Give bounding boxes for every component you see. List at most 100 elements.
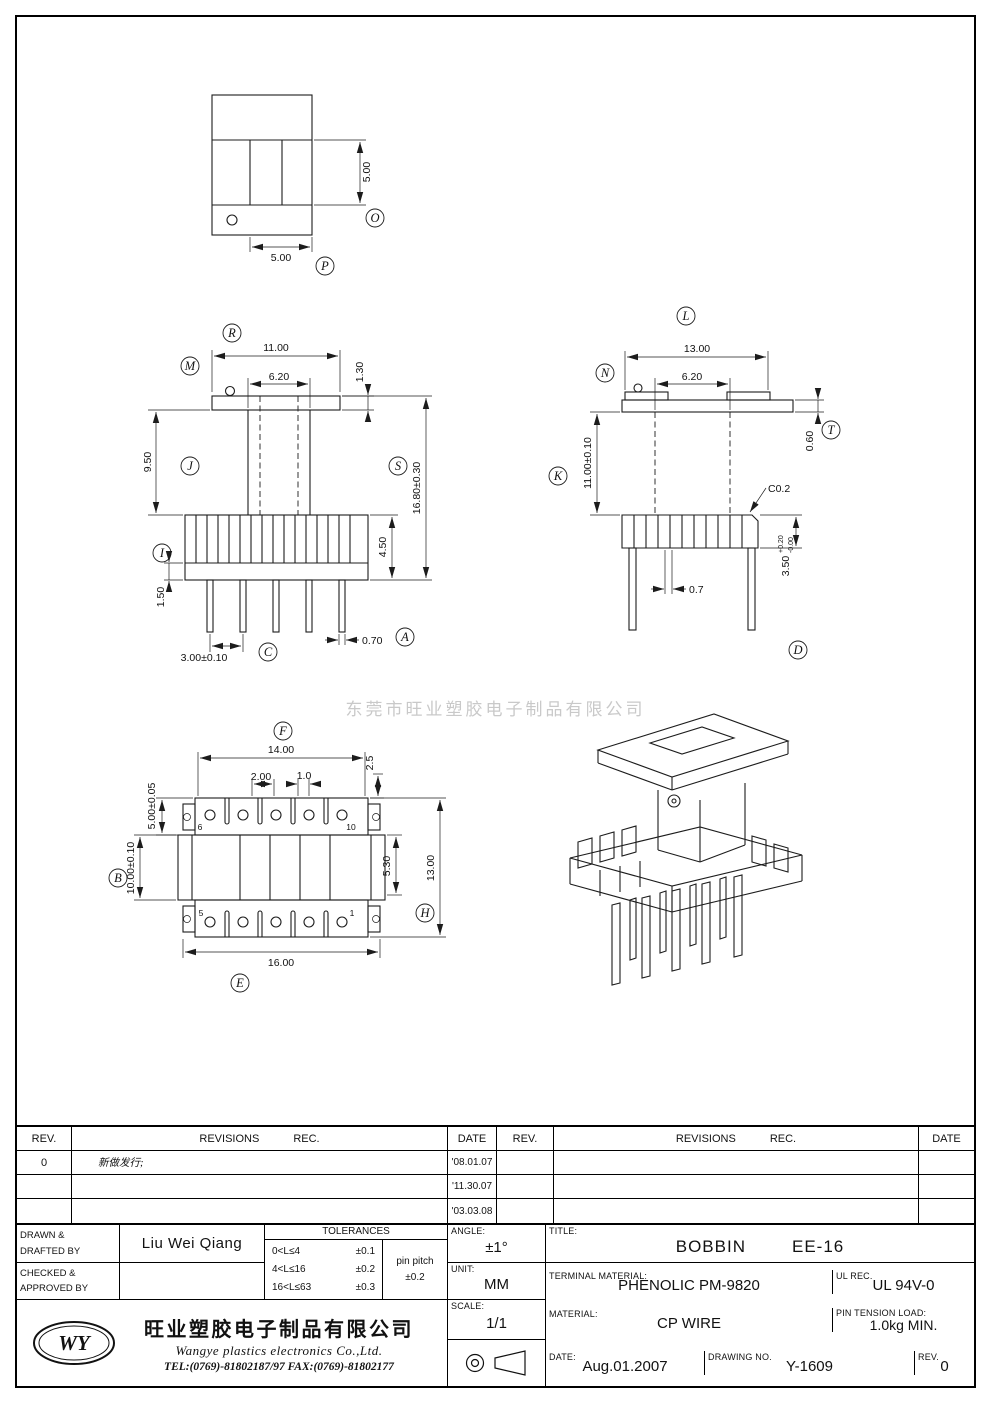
- unit-cell: UNIT: MM: [448, 1263, 546, 1300]
- balloon-n: N: [595, 363, 615, 383]
- dim-front-seat-height: 1.50: [155, 587, 167, 608]
- view-front: 11.00 6.20 1.30 9.50 16.80±0.30 4.50 1.5…: [142, 323, 432, 664]
- balloon-t: T: [821, 420, 841, 440]
- rev-cell: [497, 1175, 554, 1199]
- revision-date: [919, 1175, 974, 1199]
- rev-no-cell: REV. 0: [918, 1352, 949, 1375]
- svg-text:+0.20: +0.20: [778, 535, 785, 553]
- dim-front-flange-thickness: 1.30: [354, 362, 366, 383]
- svg-text:S: S: [395, 459, 402, 473]
- drawn-by-label: DRAWN &DRAFTED BY: [17, 1225, 120, 1263]
- angle-cell: ANGLE: ±1°: [448, 1225, 546, 1263]
- balloon-e: E: [230, 973, 250, 993]
- balloon-d: D: [788, 640, 808, 660]
- dim-side-slot-width: 0.7: [689, 584, 704, 596]
- revision-desc: [554, 1151, 919, 1175]
- pin-number-5: 5: [199, 908, 204, 918]
- svg-text:K: K: [553, 469, 563, 483]
- dim-front-total-height: 16.80±0.30: [411, 462, 423, 515]
- pin-number-10: 10: [346, 822, 356, 832]
- company-logo: WY: [33, 1321, 115, 1365]
- revision-desc: [554, 1175, 919, 1199]
- checked-by-label: CHECKED &APPROVED BY: [17, 1263, 120, 1300]
- pin-pitch-tolerance: pin pitch ±0.2: [396, 1256, 434, 1283]
- svg-text:E: E: [235, 976, 244, 990]
- drawing-frame: 5.00 5.00 O P: [15, 15, 976, 1388]
- svg-text:P: P: [320, 259, 329, 273]
- dim-front-pin-width: 0.70: [362, 635, 383, 647]
- revision-desc: [72, 1175, 448, 1199]
- svg-text:J: J: [187, 459, 194, 473]
- revision-date: '08.01.07: [448, 1151, 497, 1175]
- balloon-p: P: [315, 256, 335, 276]
- dim-plan-slot: 1.0: [297, 770, 312, 782]
- view-plan: 6 10 5 1 14.00 2.5: [108, 721, 446, 993]
- dim-plan-rail-height: 5.00±0.05: [146, 783, 158, 830]
- material-cell: MATERIAL: CP WIRE: [546, 1308, 833, 1332]
- balloon-b: B: [108, 868, 128, 888]
- balloon-j: J: [180, 456, 200, 476]
- dim-detail-width: 5.00: [271, 252, 292, 264]
- projection-symbol-icon: [465, 1350, 526, 1376]
- revision-date: '03.03.08: [448, 1199, 497, 1223]
- rev-cell: [17, 1175, 72, 1199]
- watermark: 东莞市旺业塑胶电子制品有限公司: [345, 700, 646, 719]
- svg-text:I: I: [159, 546, 165, 560]
- svg-text:L: L: [682, 309, 690, 323]
- revision-desc: 新做发行;: [72, 1151, 448, 1175]
- dim-side-core-width: 6.20: [682, 371, 703, 383]
- dim-side-body-height: 11.00±0.10: [582, 437, 594, 489]
- checked-by-value: [120, 1263, 265, 1300]
- dim-front-window-height: 9.50: [142, 452, 154, 473]
- tolerance-rows: 0<L≤4±0.1 4<L≤16±0.2 16<L≤63±0.3: [265, 1240, 383, 1299]
- drawing-views: 5.00 5.00 O P: [108, 94, 841, 993]
- svg-text:R: R: [227, 326, 236, 340]
- tolerances-box: TOLERANCES 0<L≤4±0.1 4<L≤16±0.2 16<L≤63±…: [265, 1225, 448, 1300]
- svg-text:D: D: [792, 643, 802, 657]
- dim-plan-rail-width: 14.00: [268, 744, 294, 756]
- svg-text:T: T: [828, 423, 836, 437]
- svg-text:F: F: [278, 724, 287, 738]
- dim-detail-height: 5.00: [361, 162, 373, 183]
- balloon-f: F: [273, 721, 293, 741]
- svg-text:H: H: [419, 906, 430, 920]
- view-detail: 5.00 5.00 O P: [211, 94, 385, 276]
- balloon-m: M: [180, 356, 200, 376]
- company-contact: TEL:(0769)-81802187/97 FAX:(0769)-818021…: [164, 1361, 394, 1373]
- company-name-en: Wangye plastics electronics Co.,Ltd.: [175, 1343, 383, 1358]
- svg-text:M: M: [184, 359, 196, 373]
- date-header-right: DATE: [919, 1127, 974, 1151]
- balloon-s: S: [388, 456, 408, 476]
- dim-side-base-height: 3.50 +0.20 -0.00: [778, 535, 795, 576]
- dim-plan-ear: 2.5: [364, 756, 376, 771]
- projection-symbol-cell: [448, 1340, 546, 1386]
- revision-date: [919, 1151, 974, 1175]
- svg-text:-0.00: -0.00: [788, 537, 795, 553]
- revision-desc: [72, 1199, 448, 1223]
- svg-text:3.50: 3.50: [780, 556, 792, 577]
- rev-cell: 0: [17, 1151, 72, 1175]
- title-block: DRAWN &DRAFTED BY Liu Wei Qiang TOLERANC…: [17, 1223, 974, 1386]
- dim-side-flange-width: 13.00: [684, 343, 710, 355]
- material-row: MATERIAL: CP WIRE PIN TENSION LOAD: 1.0k…: [546, 1300, 974, 1340]
- svg-text:A: A: [400, 630, 409, 644]
- svg-text:C: C: [264, 645, 273, 659]
- tolerances-title: TOLERANCES: [265, 1225, 447, 1240]
- balloon-o: O: [365, 208, 385, 228]
- company-block: WY 旺业塑胶电子制品有限公司 Wangye plastics electron…: [17, 1300, 448, 1386]
- rev-cell: [497, 1199, 554, 1223]
- scale-cell: SCALE: 1/1: [448, 1300, 546, 1340]
- company-name-cn: 旺业塑胶电子制品有限公司: [144, 1319, 414, 1341]
- pin-tension-cell: PIN TENSION LOAD: 1.0kg MIN.: [836, 1308, 938, 1333]
- dim-front-base-height: 4.50: [377, 537, 389, 558]
- pin-number-6: 6: [198, 822, 203, 832]
- date-header-left: DATE: [448, 1127, 497, 1151]
- pin-number-1: 1: [350, 908, 355, 918]
- svg-text:N: N: [600, 366, 610, 380]
- company-logo-text: WY: [58, 1331, 92, 1355]
